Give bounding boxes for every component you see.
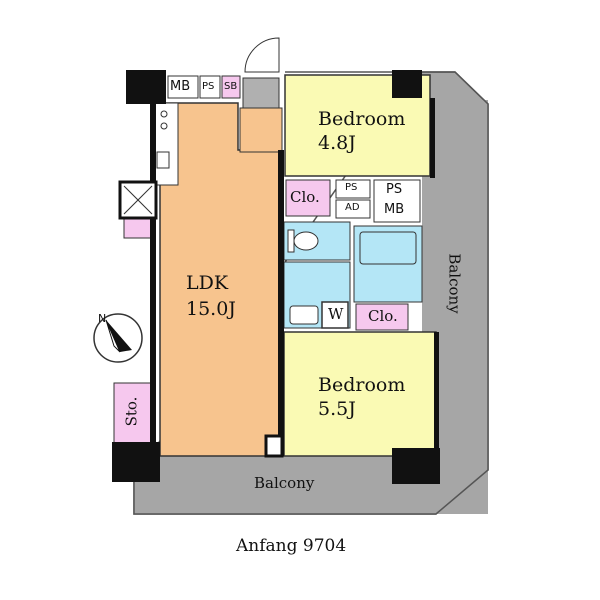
stove-burner-2 xyxy=(160,122,168,130)
mb-label-top: MB xyxy=(170,79,191,94)
compass-north-label: N xyxy=(98,312,106,325)
ps-small-box xyxy=(335,179,371,199)
wall-bed2-right xyxy=(434,332,439,456)
ps-mb-box xyxy=(373,179,421,223)
wall-left-mid xyxy=(150,218,156,378)
storage-label: Sto. xyxy=(122,396,141,427)
closet-upper xyxy=(285,179,331,217)
pipe-shaft-left xyxy=(123,217,155,239)
toilet xyxy=(293,231,319,251)
washer-box xyxy=(321,301,349,329)
sb-label-top: SB xyxy=(224,81,238,92)
ldk-size: 15.0J xyxy=(186,298,236,320)
closet-lower xyxy=(355,303,409,331)
balcony-bottom-label: Balcony xyxy=(254,474,315,492)
wall-left-upper xyxy=(150,100,156,182)
pillar-top-right xyxy=(392,70,422,98)
washer-label: W xyxy=(328,305,344,323)
bathtub xyxy=(359,231,417,265)
bedroom-lower-name: Bedroom xyxy=(318,374,406,396)
wall-left-lower xyxy=(150,378,156,448)
ps-small-label: PS xyxy=(345,182,358,193)
pillar-bottom-right xyxy=(392,448,440,484)
bedroom-upper-name: Bedroom xyxy=(318,108,406,130)
compass-arrow-tail xyxy=(105,319,121,353)
entrance-corridor xyxy=(239,107,283,153)
washbasin xyxy=(289,305,319,325)
balcony-side-label: Balcony xyxy=(445,253,464,314)
stove-burner-1 xyxy=(160,110,168,118)
ps-mb-ps-label: PS xyxy=(386,182,403,197)
entrance-door-swing xyxy=(244,37,280,73)
ps-label-top: PS xyxy=(202,81,215,92)
sb-box xyxy=(221,75,241,99)
ad-small-box xyxy=(335,199,371,219)
ps-mb-mb-label: MB xyxy=(384,202,405,217)
bedroom-lower xyxy=(283,331,437,457)
kitchen-sink xyxy=(156,151,170,169)
kitchen-counter xyxy=(153,102,179,186)
toilet-tank xyxy=(287,229,295,253)
ps-box-top xyxy=(199,75,221,99)
genkan xyxy=(242,77,280,109)
mb-box xyxy=(167,75,199,99)
bedroom-lower-size: 5.5J xyxy=(318,398,356,420)
bedroom-upper-size: 4.8J xyxy=(318,132,356,154)
storage-room xyxy=(113,382,155,446)
pillar-bottom-left xyxy=(112,442,160,482)
wall-bed-right xyxy=(430,98,435,178)
ps-shaft-cross-2 xyxy=(123,185,153,215)
compass-arrow xyxy=(106,320,132,352)
ad-small-label: AD xyxy=(345,202,360,213)
balcony-outline xyxy=(133,71,489,515)
ldk-name: LDK xyxy=(186,272,229,294)
pillar-top-left xyxy=(126,70,166,104)
closet-upper-label: Clo. xyxy=(290,188,320,206)
small-pillar xyxy=(264,434,284,458)
wall-ldk-right xyxy=(278,150,284,456)
closet-lower-label: Clo. xyxy=(368,307,398,325)
property-caption: Anfang 9704 xyxy=(236,536,347,556)
